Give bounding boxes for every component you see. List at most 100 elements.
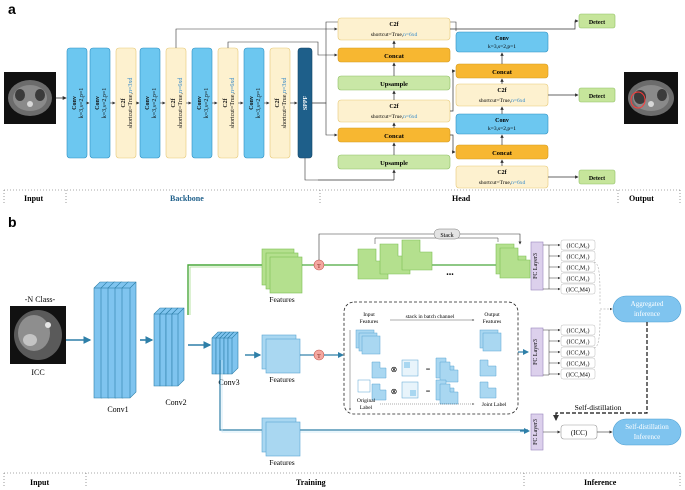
backbone-conv-block-2: Convk=3,s=2,p=1 — [89, 47, 111, 159]
inset-box — [343, 301, 519, 415]
svg-text:Stack: Stack — [440, 233, 453, 239]
svg-text:shortcut=True,n=6xd: shortcut=True,n=6xd — [371, 114, 418, 120]
features-mid-label: Features — [269, 375, 294, 384]
svg-text:⊗: ⊗ — [391, 387, 398, 396]
panel-b-input-label: Input — [30, 478, 49, 487]
panel-b-training-label: Training — [296, 478, 326, 487]
panel-b-inference-label: Inference — [584, 478, 617, 487]
detect-box-2: Detect — [578, 87, 616, 103]
classes-top-list: (ICC,M₀)(ICC,M₁)(ICC,M₂)(ICC,M₃)(ICC,M4) — [549, 239, 596, 295]
stack-pill: Stack — [433, 228, 461, 240]
svg-text:k=3,s=2,p=1: k=3,s=2,p=1 — [488, 126, 516, 132]
head-concat-mid: Concat — [337, 127, 451, 143]
svg-text:FC Layer3: FC Layer3 — [533, 253, 539, 279]
conv2-stack — [153, 307, 185, 387]
svg-text:C2fshortcut=True,n=6xd: C2fshortcut=True,n=6xd — [171, 78, 184, 129]
svg-text:C2fshortcut=True,n=3xd: C2fshortcut=True,n=3xd — [275, 78, 288, 129]
classes-mid-list: (ICC,M₀)(ICC,M₁)(ICC,M₂)(ICC,M₃)(ICC,M4) — [549, 324, 596, 380]
head-c2f-a: C2f shortcut=True,n=6xd — [455, 83, 549, 107]
svg-text:FC Layer3: FC Layer3 — [533, 419, 539, 445]
fc-layer-top: FC Layer3 — [530, 241, 544, 291]
features-blue-bottom — [261, 417, 301, 457]
svg-text:Detect: Detect — [589, 176, 605, 182]
features-green-label: Features — [269, 295, 294, 304]
svg-text:inference: inference — [634, 310, 660, 318]
head-concat-a: Concat — [455, 63, 549, 79]
svg-text:Upsample: Upsample — [380, 81, 408, 88]
conv3-stack — [211, 331, 239, 375]
ellipsis-top: ... — [446, 267, 454, 278]
icc-ct-image — [10, 306, 66, 364]
transpose-op-top: T — [313, 259, 325, 271]
class-label: (ICC,M₃) — [567, 361, 590, 368]
panel-a-output-label: Output — [629, 194, 654, 203]
head-c2f-b: C2f shortcut=True,n=6xd — [455, 165, 549, 189]
backbone-conv-block-6: Convk=3,s=2,p=1 — [191, 47, 213, 159]
svg-text:Convk=3,s=2,p=1: Convk=3,s=2,p=1 — [249, 88, 262, 119]
svg-text:Features: Features — [483, 319, 502, 325]
head-conv-top: Conv k=3,s=2,p=1 — [455, 31, 549, 53]
svg-text:Detect: Detect — [589, 94, 605, 100]
svg-text:T: T — [317, 354, 321, 360]
detect-box-1: Detect — [578, 13, 616, 29]
panel-a-backbone-label: Backbone — [170, 194, 204, 203]
class-label: (ICC,M₀) — [567, 328, 590, 335]
class-label: (ICC,M₂) — [567, 350, 590, 357]
svg-text:Output: Output — [484, 312, 500, 318]
svg-text:C2f: C2f — [389, 22, 399, 28]
backbone-conv-block-8: Convk=3,s=2,p=1 — [243, 47, 265, 159]
self-distillation-inference-pill: Self-distillation Inference — [612, 418, 682, 446]
svg-text:Upsample: Upsample — [380, 160, 408, 167]
svg-text:Concat: Concat — [492, 69, 513, 76]
svg-text:shortcut=True,n=6xd: shortcut=True,n=6xd — [479, 98, 526, 104]
svg-text:Concat: Concat — [492, 150, 513, 157]
svg-text:shortcut=True,n=6xd: shortcut=True,n=6xd — [371, 32, 418, 38]
backbone-c2f-block-9: C2fshortcut=True,n=3xd — [269, 47, 291, 159]
backbone-c2f-block-3: C2fshortcut=True,n=3xd — [115, 47, 137, 159]
class-label: (ICC,M₃) — [567, 276, 590, 283]
svg-text:C2fshortcut=True,n=6xd: C2fshortcut=True,n=6xd — [223, 78, 236, 129]
svg-text:C2f: C2f — [389, 104, 399, 110]
head-concat-top: Concat — [337, 47, 451, 63]
features-blue-mid — [261, 334, 301, 374]
svg-text:Convk=3,s=2,p=1: Convk=3,s=2,p=1 — [197, 88, 210, 119]
svg-text:=: = — [426, 365, 431, 374]
svg-text:Inference: Inference — [634, 433, 660, 441]
svg-text:Aggregated: Aggregated — [631, 300, 664, 308]
svg-text:SPPF: SPPF — [303, 96, 309, 111]
svg-text:Convk=3,s=2,p=1: Convk=3,s=2,p=1 — [145, 88, 158, 119]
class-label: (ICC,M₁) — [567, 339, 590, 346]
conv1-stack — [93, 281, 137, 399]
svg-text:C2f: C2f — [497, 88, 507, 94]
svg-text:stack in batch channel: stack in batch channel — [406, 314, 455, 320]
panel-a-input-label: Input — [24, 194, 43, 203]
conv2-label: Conv2 — [165, 398, 186, 407]
svg-text:C2f: C2f — [497, 170, 507, 176]
output-ct-image — [624, 72, 678, 124]
head-conv-b: Conv k=3,s=2,p=1 — [455, 113, 549, 135]
fc-layer-bottom: FC Layer3 — [530, 413, 544, 451]
svg-text:FC Layer3: FC Layer3 — [533, 339, 539, 365]
svg-text:shortcut=True,n=6xd: shortcut=True,n=6xd — [479, 180, 526, 186]
conv3-label: Conv3 — [218, 378, 239, 387]
panel-a-label: a — [8, 1, 16, 17]
svg-text:Features: Features — [360, 319, 379, 325]
head-concat-b: Concat — [455, 144, 549, 160]
svg-text:k=3,s=2,p=1: k=3,s=2,p=1 — [488, 44, 516, 50]
svg-text:Input: Input — [363, 312, 375, 318]
panel-b-label: b — [8, 214, 17, 230]
backbone-sppf-block-10: SPPF — [297, 47, 313, 159]
backbone-conv-block-4: Convk=3,s=2,p=1 — [139, 47, 161, 159]
backbone-conv-block-1: Convk=3,s=2,p=1 — [66, 47, 88, 159]
svg-text:Conv: Conv — [495, 118, 509, 124]
svg-text:=: = — [426, 387, 431, 396]
class-label: (ICC,M4) — [566, 287, 590, 294]
n-class-label: -N Class- — [25, 295, 56, 304]
svg-text:Concat: Concat — [384, 133, 405, 140]
svg-text:Self-distillation: Self-distillation — [625, 423, 669, 431]
svg-text:(ICC): (ICC) — [571, 429, 588, 437]
self-distillation-label: Self-distillation — [575, 403, 622, 412]
conv1-label: Conv1 — [107, 405, 128, 414]
class-label: (ICC,M₂) — [567, 265, 590, 272]
